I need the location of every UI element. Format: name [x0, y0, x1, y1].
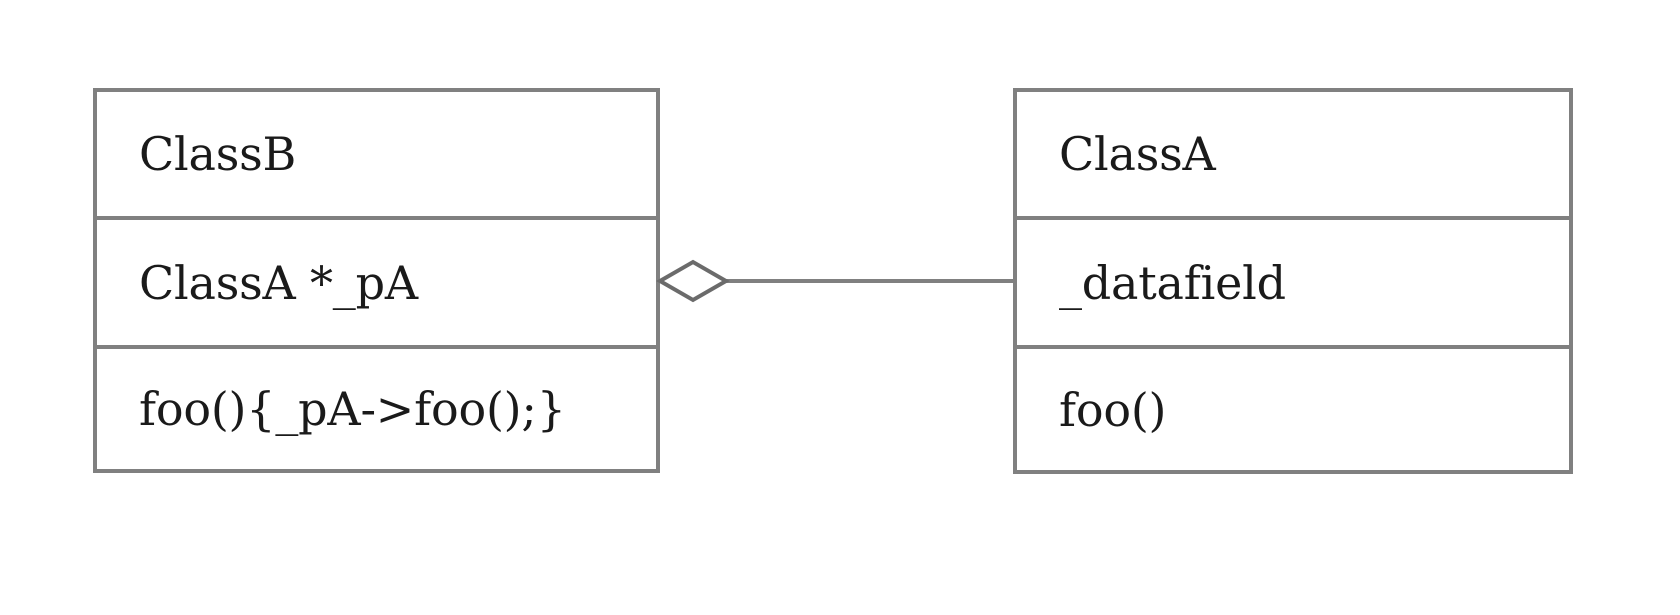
classa-name-compartment: ClassA [1017, 92, 1569, 216]
classb-name-compartment: ClassB [97, 92, 656, 216]
classa-class-name: ClassA [1059, 127, 1216, 181]
classb-operations-compartment: foo(){_pA->foo();} [97, 345, 656, 469]
aggregation-diamond-icon [655, 259, 731, 303]
classb-class-name: ClassB [139, 127, 297, 181]
classa-attribute-0: _datafield [1059, 255, 1286, 310]
classb-operation-0: foo(){_pA->foo();} [139, 382, 566, 436]
class-box-classb[interactable]: ClassB ClassA *_pA foo(){_pA->foo();} [93, 88, 660, 473]
classa-operation-0: foo() [1059, 382, 1167, 437]
class-box-classa[interactable]: ClassA _datafield foo() [1013, 88, 1573, 474]
classb-attributes-compartment: ClassA *_pA [97, 216, 656, 345]
classa-attributes-compartment: _datafield [1017, 216, 1569, 345]
classa-operations-compartment: foo() [1017, 345, 1569, 470]
aggregation-connector-graphic [655, 259, 1020, 303]
aggregation-connector[interactable] [655, 248, 1020, 314]
classb-attribute-0: ClassA *_pA [139, 255, 418, 310]
